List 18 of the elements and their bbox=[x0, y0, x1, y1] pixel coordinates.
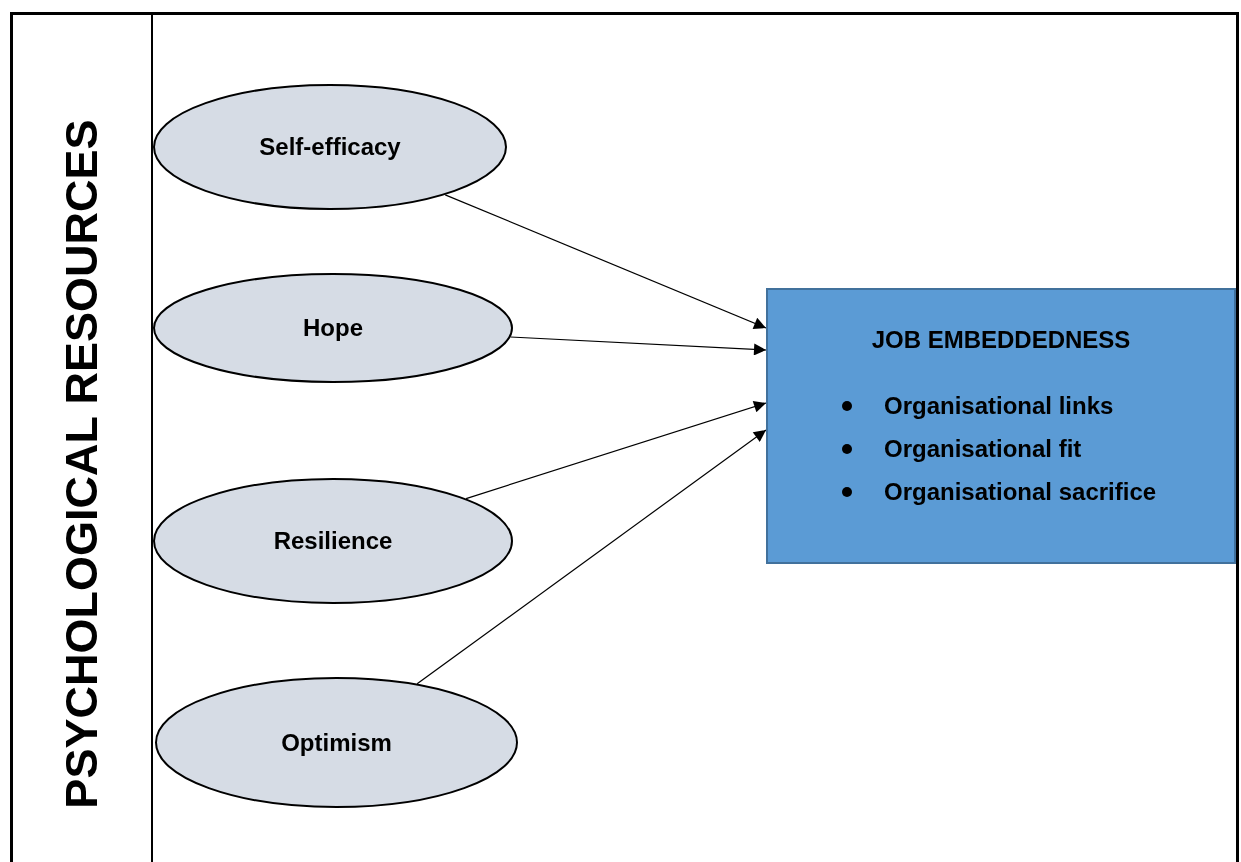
construct-label: Self-efficacy bbox=[259, 133, 401, 161]
construct-ellipse bbox=[153, 478, 513, 604]
bullet-item: Organisational sacrifice bbox=[884, 478, 1157, 506]
arrow bbox=[509, 336, 767, 356]
construct-label: Hope bbox=[303, 314, 363, 342]
band-title: PSYCHOLOGICAL RESOURCES bbox=[56, 119, 108, 809]
box-heading: JOB EMBEDDEDNESS bbox=[870, 326, 1132, 354]
construct-ellipse bbox=[153, 84, 507, 210]
bullet-item: Organisational links bbox=[884, 392, 1114, 420]
arrow bbox=[416, 429, 767, 685]
construct-ellipse bbox=[155, 677, 518, 808]
construct-label: Optimism bbox=[281, 728, 392, 757]
arrow bbox=[444, 194, 767, 329]
arrow bbox=[465, 400, 767, 500]
construct-ellipse bbox=[153, 273, 513, 383]
construct-label: Resilience bbox=[273, 527, 393, 555]
bullet-item: Organisational fit bbox=[884, 435, 1082, 463]
outcome-box bbox=[766, 288, 1236, 564]
